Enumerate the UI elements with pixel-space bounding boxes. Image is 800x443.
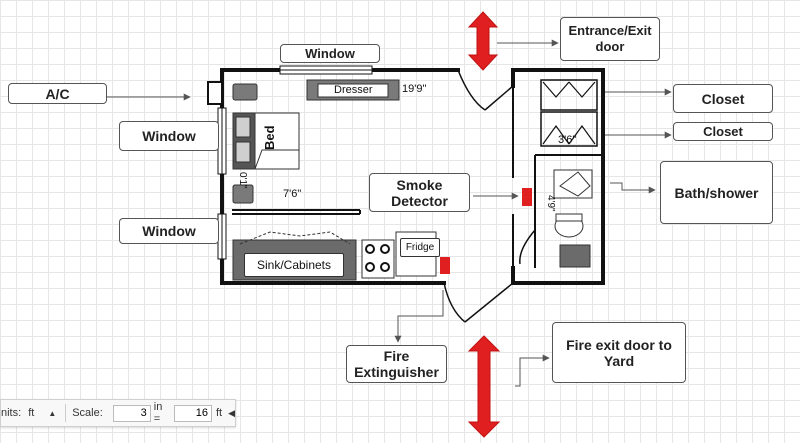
closet2-label-box: Closet <box>673 122 773 141</box>
bed-dim-label: 0'1" <box>237 172 248 189</box>
bath-connector <box>610 182 656 194</box>
window-left1-label-box: Window <box>119 121 219 151</box>
bath-label: Bath/shower <box>674 184 759 201</box>
dresser-label: Dresser <box>334 84 373 96</box>
units-label: nits: <box>1 407 22 419</box>
bed <box>232 112 300 170</box>
fire-extinguisher-marker <box>440 257 450 274</box>
window-top-label-box: Window <box>280 44 380 63</box>
select-arrows-icon: ▲ <box>48 408 57 418</box>
closet2-label: Closet <box>703 123 743 139</box>
bath-label-box: Bath/shower <box>660 161 773 224</box>
smoke-detector-marker <box>522 188 532 206</box>
dresser-dim-label: 19'9" <box>402 83 427 95</box>
units-select[interactable]: ft ▲ <box>25 405 59 422</box>
fire-ext-connector <box>394 290 444 343</box>
toolbar-divider <box>65 404 67 422</box>
closet-dim-label: 3'6" <box>558 134 577 146</box>
entrance-label: Entrance/Exit door <box>568 23 652 54</box>
window-left2-label-box: Window <box>119 218 219 244</box>
room-dim-label: 7'6" <box>283 188 302 200</box>
fire-ext-label: Fire Extinguisher <box>354 348 439 380</box>
window-left2-label: Window <box>142 223 196 239</box>
smoke-label: Smoke Detector <box>391 176 448 209</box>
fire-exit-label: Fire exit door to Yard <box>566 336 672 369</box>
nightstand <box>232 184 254 204</box>
units-value: ft <box>28 407 35 419</box>
window-top-label: Window <box>305 45 355 61</box>
closet1-label-box: Closet <box>673 84 773 113</box>
entrance-arrow <box>467 11 499 71</box>
stove <box>361 239 395 279</box>
collapse-arrow-icon[interactable]: ◀ <box>228 407 235 418</box>
fridge-label-box: Fridge <box>400 238 440 257</box>
sink-label-box: Sink/Cabinets <box>244 253 344 277</box>
smoke-label-box: Smoke Detector <box>369 173 470 212</box>
units-scale-toolbar: nits: ft ▲ Scale: in = ft ◀ <box>0 399 236 427</box>
inner-walls <box>232 86 603 268</box>
scale-inches-input[interactable] <box>112 404 151 422</box>
fire-exit-arrow <box>467 335 501 438</box>
ac-label: A/C <box>45 85 70 102</box>
closets <box>540 79 598 147</box>
fire-exit-connector <box>515 354 550 387</box>
fire-ext-label-box: Fire Extinguisher <box>346 345 447 383</box>
ac-unit <box>207 81 223 105</box>
ft-label: ft <box>215 407 223 419</box>
bed-label: Bed <box>262 125 277 150</box>
scale-feet-input[interactable] <box>173 404 212 422</box>
closet1-label: Closet <box>701 90 745 107</box>
window-left1-label: Window <box>142 128 196 144</box>
in-equals-label: in = <box>153 401 163 425</box>
bath-dim-label: 4'9" <box>545 195 556 212</box>
sink-label: Sink/Cabinets <box>256 258 332 272</box>
fridge-label: Fridge <box>405 242 435 253</box>
entrance-label-box: Entrance/Exit door <box>560 17 660 61</box>
ac-vent <box>232 83 258 101</box>
door-swings <box>443 69 536 323</box>
ac-label-box: A/C <box>8 83 107 104</box>
fire-exit-label-box: Fire exit door to Yard <box>552 322 686 383</box>
scale-label: Scale: <box>72 407 103 419</box>
bathroom-fixtures <box>553 169 593 268</box>
